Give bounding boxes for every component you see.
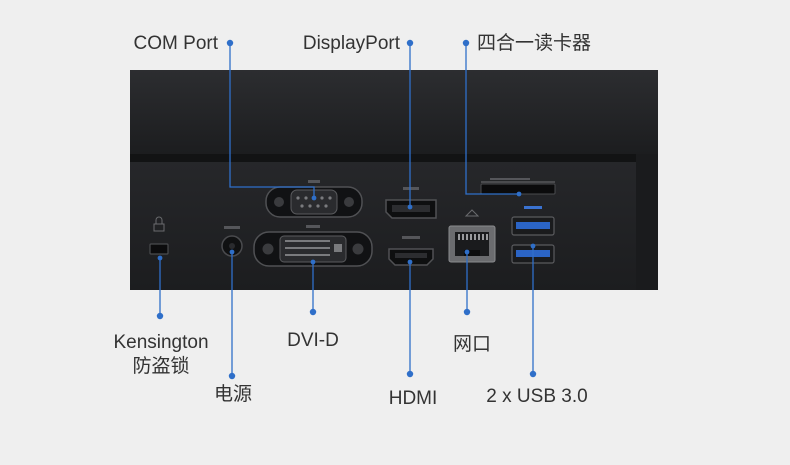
rj45-port-icon bbox=[448, 209, 496, 263]
com-port-connector-icon bbox=[265, 180, 363, 218]
label-dvi-d: DVI-D bbox=[287, 330, 339, 351]
callout-com-port bbox=[229, 43, 315, 198]
chassis-right-edge bbox=[636, 154, 658, 290]
label-kensington-line1: Kensington bbox=[113, 332, 208, 353]
label-displayport: DisplayPort bbox=[303, 33, 401, 54]
label-com-port: COM Port bbox=[134, 33, 219, 54]
chassis-top bbox=[130, 70, 658, 164]
label-kensington-line2: 防盗锁 bbox=[132, 355, 189, 377]
callout-dots bbox=[156, 39, 537, 380]
hdmi-connector-icon bbox=[388, 236, 434, 266]
label-card-reader: 四合一读卡器 bbox=[477, 32, 591, 54]
label-hdmi: HDMI bbox=[389, 388, 438, 409]
mini-pc-rear-panel bbox=[130, 70, 658, 290]
label-ethernet: 网口 bbox=[453, 334, 491, 355]
chassis-front bbox=[130, 162, 642, 290]
callout-card-reader bbox=[465, 43, 519, 195]
chassis-seam bbox=[130, 154, 658, 164]
label-power: 电源 bbox=[214, 383, 252, 405]
label-usb: 2 x USB 3.0 bbox=[486, 386, 587, 407]
kensington-lock-slot-icon bbox=[149, 216, 169, 255]
callout-lines bbox=[159, 43, 534, 376]
